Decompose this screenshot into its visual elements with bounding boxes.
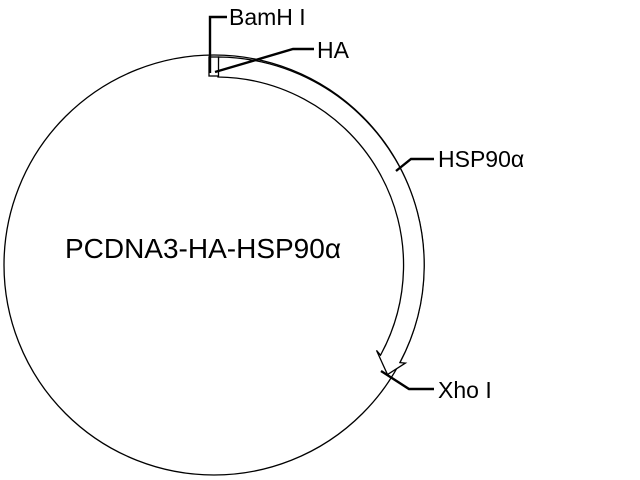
- plasmid-name-label: PCDNA3-HA-HSP90α: [65, 233, 341, 264]
- hsp90a-leader-line: [395, 157, 434, 172]
- bamhi-site-label: BamH I: [229, 4, 306, 30]
- ha-tag-label: HA: [317, 37, 350, 63]
- hsp90a-insert-label: HSP90α: [438, 146, 524, 172]
- ha-leader-line: [214, 47, 314, 74]
- xhoi-site-line: [380, 369, 434, 391]
- bamhi-site-line: [208, 15, 227, 73]
- hsp90a-insert-arrow: [217, 56, 425, 376]
- xhoi-site-label: Xho I: [438, 377, 492, 403]
